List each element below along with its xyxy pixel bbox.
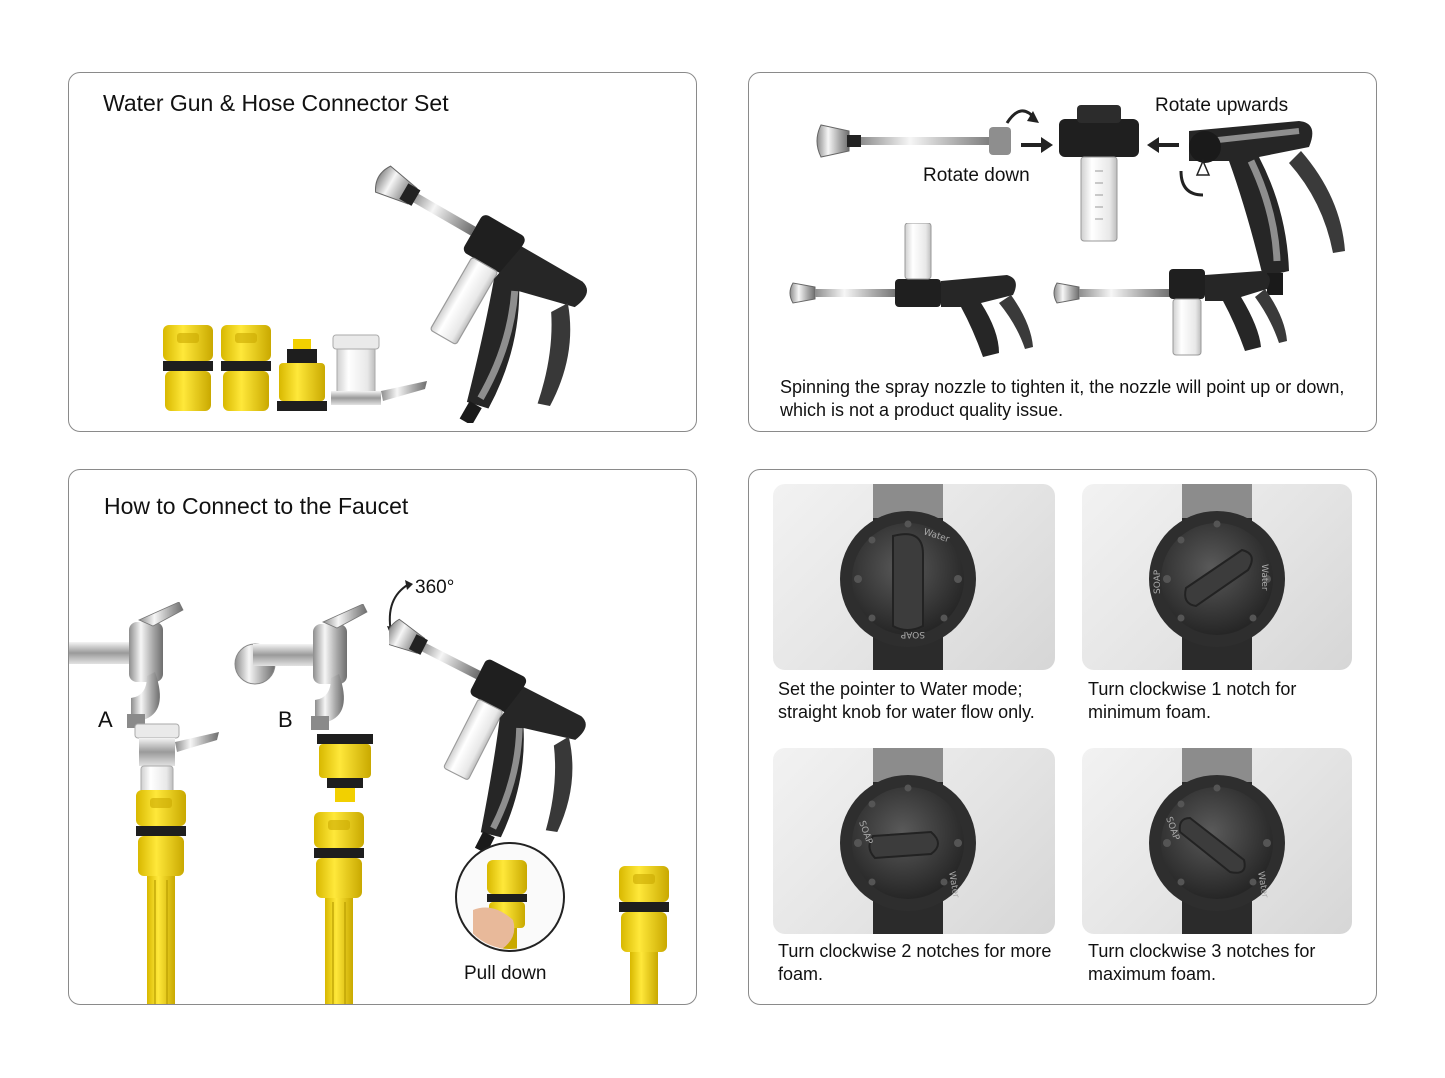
hose-a-image (136, 790, 186, 1004)
panel-foam-settings: Water SOAP Set the pointer to Water mode… (748, 469, 1377, 1005)
dial-max-foam-photo: SOAP Water (1082, 748, 1352, 934)
rotation-label: 360° (415, 577, 455, 598)
step-caption: Turn clockwise 2 notches for more foam. (778, 941, 1052, 984)
arrow-right-icon (1021, 137, 1053, 153)
arrow-left-icon (1147, 137, 1179, 153)
panel-rotation-guide: Rotate upwards Rotate down (748, 72, 1377, 432)
hose-b-image (314, 812, 364, 1004)
step-caption: Turn clockwise 1 notch for minimum foam. (1088, 679, 1297, 722)
water-gun-image (389, 600, 689, 870)
step-caption: Set the pointer to Water mode; straight … (778, 679, 1035, 722)
faucet-b-image (234, 604, 368, 731)
dial-label-soap: SOAP (900, 629, 925, 639)
hose-connectors-image (163, 325, 427, 411)
dial-water-mode-photo: Water SOAP (773, 484, 1055, 670)
disassembled-gun-diagram (816, 105, 1345, 295)
dial-label-soap: SOAP (1153, 569, 1163, 594)
step-caption: Turn clockwise 3 notches for maximum foa… (1088, 941, 1316, 984)
panel-faucet-connection: How to Connect to the Faucet A B (68, 469, 697, 1005)
dial-min-foam-photo: SOAP Water (1082, 484, 1352, 670)
panel-title: Water Gun & Hose Connector Set (103, 90, 449, 116)
panel-product-set: Water Gun & Hose Connector Set (68, 72, 697, 432)
hose-gun-image (619, 866, 669, 1004)
dial-label-water: Water (1255, 871, 1270, 899)
rotate-upwards-label: Rotate upwards (1155, 95, 1289, 116)
dial-label-water: Water (946, 871, 961, 899)
faucet-adapter-image (134, 723, 219, 797)
dial-more-foam-photo: SOAP Water (773, 748, 1055, 934)
panel-title: How to Connect to the Faucet (104, 493, 409, 519)
faucet-label-a: A (98, 707, 113, 732)
pull-down-label: Pull down (464, 963, 547, 984)
rotation-caption: Spinning the spray nozzle to tighten it,… (780, 377, 1345, 420)
faucet-label-b: B (278, 707, 293, 732)
rotate-down-label: Rotate down (923, 165, 1030, 186)
thread-adapter-image (317, 734, 373, 802)
pull-down-inset-image (455, 842, 565, 952)
dial-label-water: Water (1259, 564, 1269, 591)
assembled-guns-diagram (789, 223, 1287, 357)
